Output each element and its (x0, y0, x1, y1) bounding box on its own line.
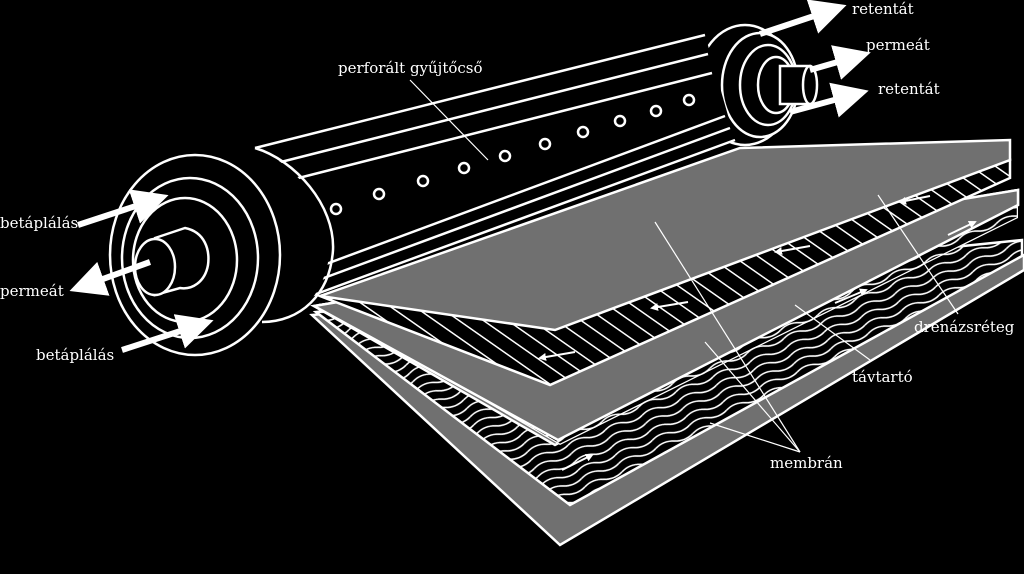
unrolled-layers (309, 138, 1024, 547)
perforation-hole (649, 104, 663, 118)
perforation-holes (329, 93, 696, 216)
membrane-sheet-top (319, 138, 1012, 332)
leader-lines (409, 79, 959, 453)
perforation-hole (576, 125, 590, 139)
label-drainage-layer: drenázsréteg (914, 318, 1015, 336)
perforation-hole (457, 161, 471, 175)
label-retentate-right: retentát (878, 80, 940, 98)
label-retentate-top: retentát (852, 0, 914, 18)
label-feed-top: betáplálás (0, 214, 78, 232)
flow-arrows (69, 0, 871, 353)
perforation-hole (416, 174, 430, 188)
label-spacer: távtartó (852, 368, 913, 386)
retentate-out-arrow-top (759, 0, 847, 37)
labels: retentát permeát retentát perforált gyűj… (0, 0, 1015, 472)
label-perforated-tube: perforált gyűjtőcső (338, 59, 483, 77)
label-feed-bottom: betáplálás (36, 346, 114, 364)
label-permeate-left: permeát (0, 282, 64, 300)
perforation-hole (538, 137, 552, 151)
label-membrane: membrán (770, 454, 843, 472)
permeate-out-arrow-right (809, 45, 871, 80)
perforation-hole (682, 93, 696, 107)
label-permeate-right: permeát (866, 36, 930, 54)
perforation-hole (372, 187, 386, 201)
permeate-out-arrow-left (69, 259, 152, 296)
feed-in-arrow-top (77, 189, 169, 228)
drainage-flow-arrows (538, 195, 977, 471)
perforation-hole (329, 202, 343, 216)
retentate-out-arrow-right (789, 82, 869, 118)
perforation-hole (613, 114, 627, 128)
perforation-hole (498, 149, 512, 163)
perforated-collection-tube (285, 88, 722, 250)
feed-in-arrow-bottom (121, 314, 214, 353)
